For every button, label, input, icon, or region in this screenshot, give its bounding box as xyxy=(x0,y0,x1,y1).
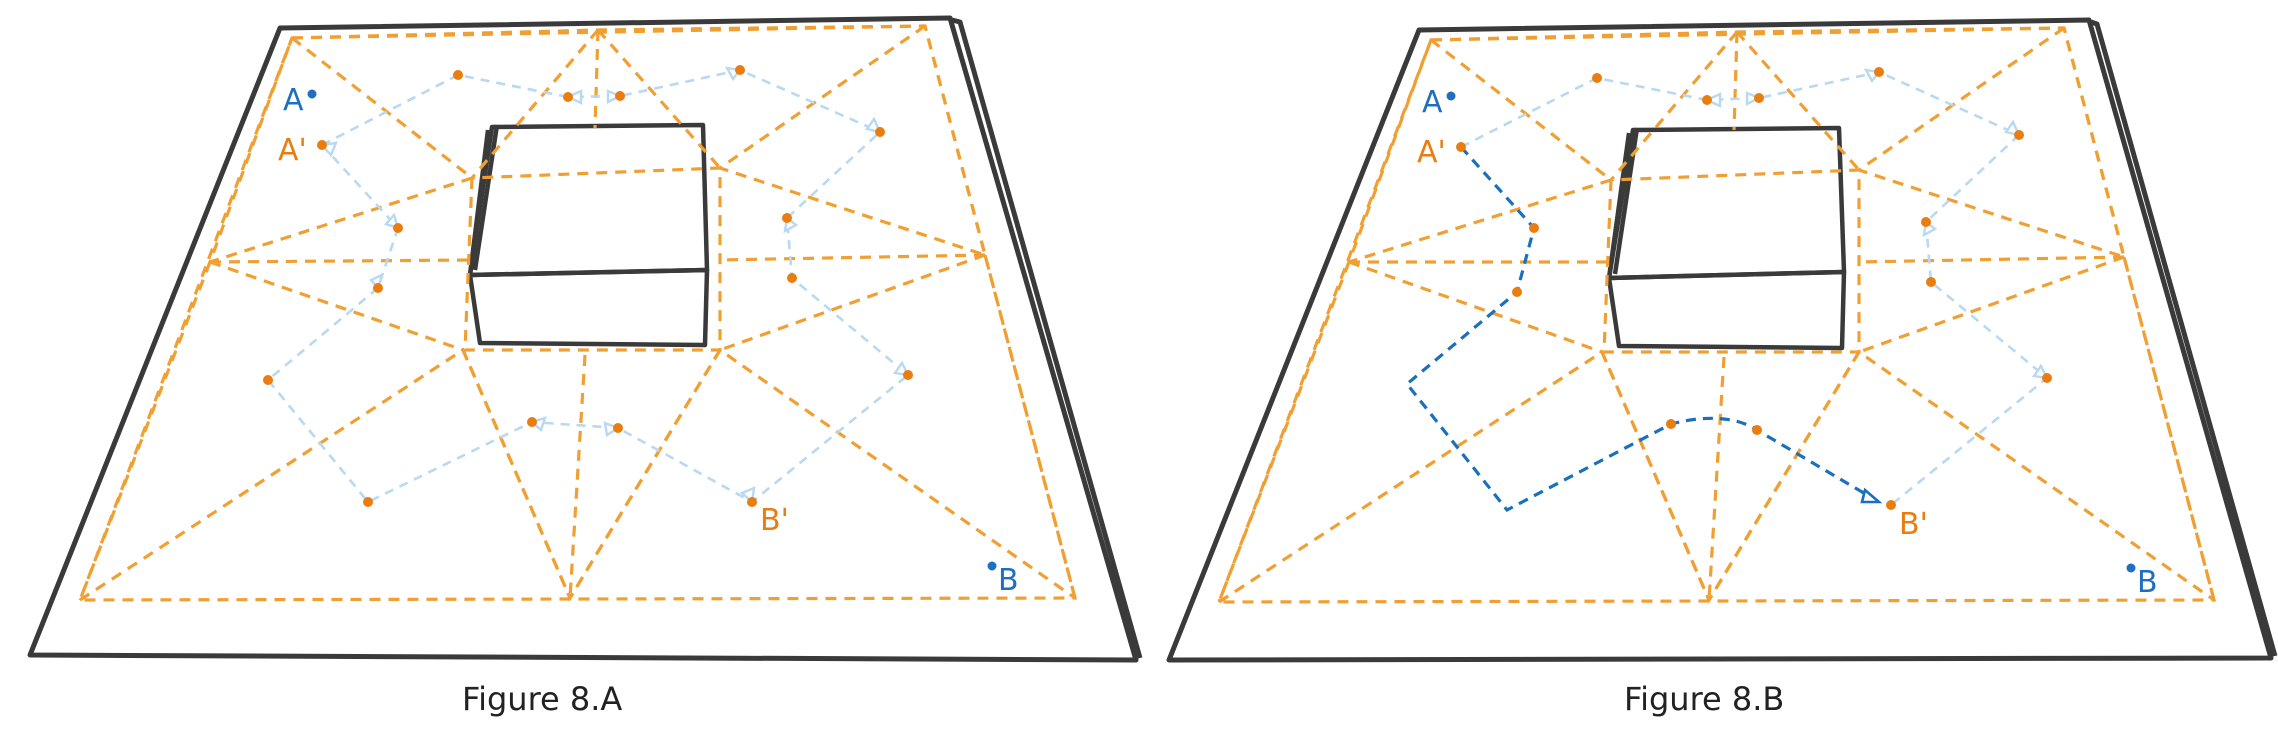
route-graph xyxy=(266,68,911,504)
diagram-8a: A A' B' B xyxy=(27,15,1143,663)
point-b xyxy=(2126,563,2136,573)
mesh-nodes xyxy=(263,65,913,507)
diagram-8b: A A' B' B xyxy=(1166,17,2278,663)
mesh-node xyxy=(2042,373,2052,383)
nav-mesh xyxy=(77,24,1078,602)
panel-figure-8a: A A' B' B Figure 8.A xyxy=(27,15,1143,718)
mesh-node xyxy=(1921,217,1931,227)
route-graph xyxy=(1460,70,2050,507)
label-a: A xyxy=(1422,85,1443,120)
figure-caption-8a: Figure 8.A xyxy=(462,680,623,718)
obstacle-box xyxy=(467,122,710,348)
mesh-node xyxy=(782,213,792,223)
route-arrows xyxy=(1704,68,2050,380)
mesh-node xyxy=(613,423,623,433)
mesh-node xyxy=(735,65,745,75)
mesh-node xyxy=(1754,93,1764,103)
mesh-node xyxy=(263,375,273,385)
panel-figure-8b: A A' B' B Figure 8.B xyxy=(1139,0,2278,735)
mesh-node xyxy=(527,417,537,427)
mesh-nodes xyxy=(1456,67,2052,510)
nav-mesh xyxy=(1216,26,2217,604)
mesh-node xyxy=(1886,500,1896,510)
floor-outline xyxy=(27,15,1143,663)
mesh-node xyxy=(747,497,757,507)
point-a xyxy=(307,89,317,99)
point-b xyxy=(987,561,997,571)
mesh-node xyxy=(1874,67,1884,77)
mesh-node xyxy=(317,140,327,150)
label-a: A xyxy=(283,83,304,118)
chosen-path xyxy=(1404,145,1880,513)
mesh-node xyxy=(1702,95,1712,105)
mesh-node xyxy=(373,283,383,293)
mesh-node xyxy=(1512,287,1522,297)
label-b: B xyxy=(2137,565,2158,600)
path-end-arrow xyxy=(1860,487,1883,504)
mesh-node xyxy=(363,497,373,507)
mesh-node xyxy=(1752,425,1762,435)
mesh-node xyxy=(563,92,573,102)
mesh-node xyxy=(1666,419,1676,429)
label-a-prime: A' xyxy=(278,133,307,168)
mesh-node xyxy=(615,91,625,101)
label-a-prime: A' xyxy=(1417,135,1446,170)
label-b: B xyxy=(998,563,1019,598)
mesh-node xyxy=(453,70,463,80)
mesh-node xyxy=(1456,142,1466,152)
mesh-node xyxy=(903,370,913,380)
figure-caption-8b: Figure 8.B xyxy=(1624,680,1785,718)
mesh-node xyxy=(875,127,885,137)
mesh-node xyxy=(1926,277,1936,287)
mesh-node xyxy=(2014,130,2024,140)
point-a xyxy=(1446,91,1456,101)
mesh-node xyxy=(787,273,797,283)
obstacle-box xyxy=(1606,125,1847,351)
route-arrows xyxy=(319,66,911,505)
mesh-node xyxy=(1592,73,1602,83)
mesh-node xyxy=(393,223,403,233)
label-b-prime: B' xyxy=(1899,507,1928,542)
mesh-node xyxy=(1529,223,1539,233)
label-b-prime: B' xyxy=(760,503,789,538)
floor-outline xyxy=(1166,17,2278,663)
